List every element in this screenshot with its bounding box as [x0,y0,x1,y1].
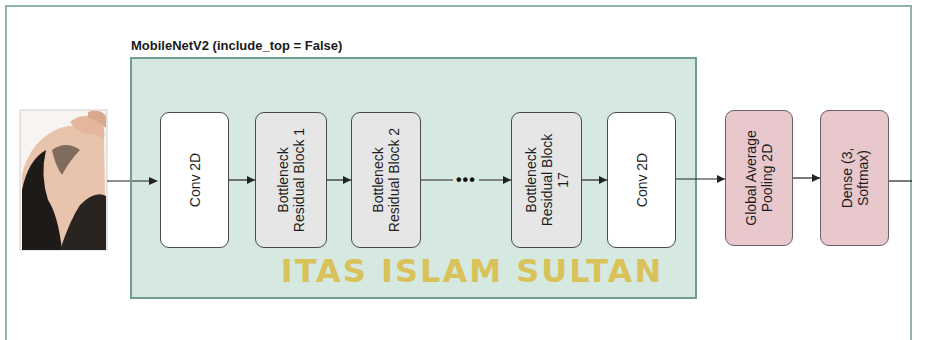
bottleneck-box: Bottleneck Residual Block 17 [511,112,582,248]
box-label: Dense (3, Softmax) [839,122,871,234]
bottleneck-box: Bottleneck Residual Block 2 [351,112,421,248]
flow-arrow [327,179,351,180]
watermark-area: ITAS ISLAM SULTAN [262,252,682,290]
watermark: ITAS ISLAM SULTAN [281,252,663,290]
outer-frame [6,6,911,340]
scalp-photo [20,110,107,250]
flow-arrow [582,179,607,180]
bottleneck-box: Bottleneck Residual Block 1 [255,112,327,248]
flow-arrow [676,178,725,179]
flow-arrow [229,179,255,180]
flow-arrow [793,177,820,178]
input-arrowhead [149,177,158,185]
output-line [889,180,912,181]
box-label: Bottleneck Residual Block 2 [370,124,402,236]
conv-box: Conv 2D [160,112,229,248]
panel-fill [131,58,696,298]
conv-box: Conv 2D [607,112,676,248]
box-label: Conv 2D [634,124,650,236]
box-label: Bottleneck Residual Block 1 [275,124,307,236]
box-label: Conv 2D [187,124,203,236]
ellipsis-label: ••• [453,172,479,188]
panel-title: MobileNetV2 (include_top = False) [131,38,342,53]
dense-box: Dense (3, Softmax) [820,110,889,246]
box-label: Global Average Pooling 2D [743,122,775,234]
pooling-box: Global Average Pooling 2D [725,110,793,246]
box-label: Bottleneck Residual Block 17 [523,124,571,236]
input-arrow [107,180,150,181]
